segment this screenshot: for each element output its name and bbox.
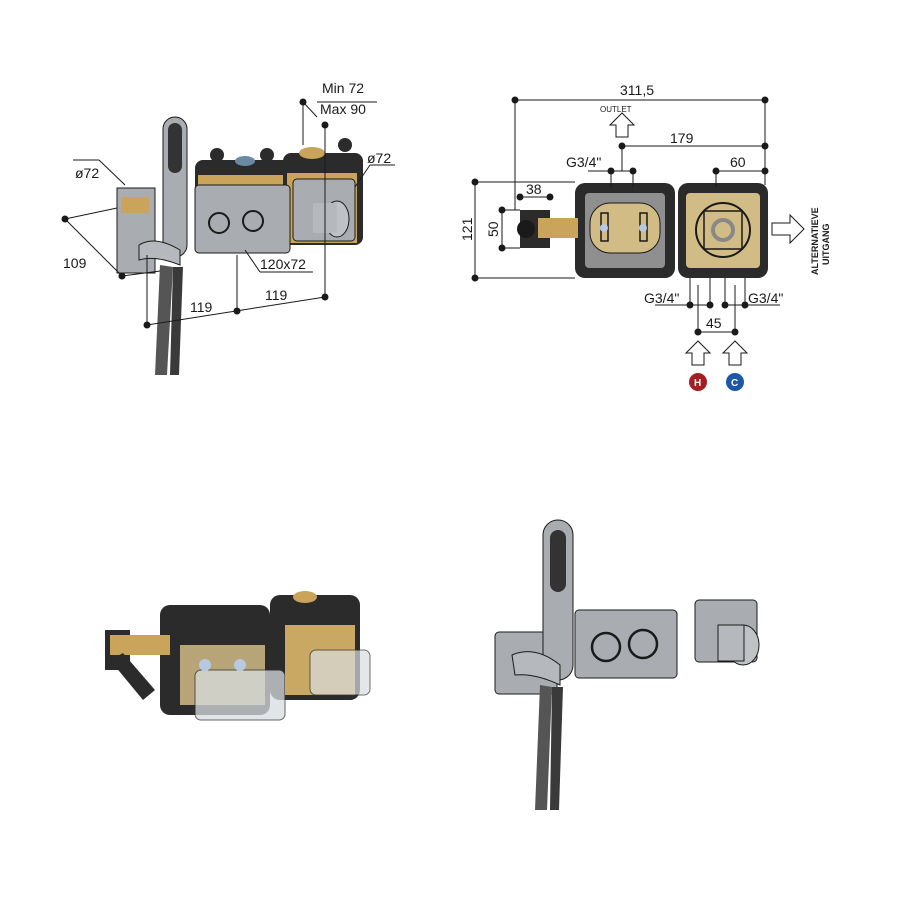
label-depth-109: 109	[63, 255, 87, 271]
label-alt-outlet-1: ALTERNATIEVE	[810, 207, 820, 275]
shower-hose	[170, 267, 183, 375]
label-spacing-left: 119	[190, 299, 213, 315]
button-right	[242, 210, 264, 232]
label-outlet: OUTLET	[600, 105, 632, 114]
push-button-left	[590, 631, 622, 663]
cold-inlet-arrow-icon	[721, 340, 749, 366]
top-view-svg: ALTERNATIEVE UITGANG OUTLET 31	[459, 82, 831, 391]
label-min-depth: Min 72	[322, 80, 364, 96]
label-elbow-width: 38	[526, 181, 542, 197]
top-view-drawing: ALTERNATIEVE UITGANG OUTLET 31	[459, 75, 840, 395]
hot-label: H	[694, 378, 701, 389]
label-outlet-offset: 179	[670, 130, 694, 146]
label-height-total: 121	[460, 217, 475, 241]
body-render-svg	[105, 591, 371, 721]
label-alt-outlet-2: UITGANG	[821, 224, 831, 266]
label-inlet-spacing: 45	[706, 315, 722, 331]
dimension-lines	[61, 98, 395, 329]
button-left	[208, 212, 230, 234]
spray-face	[550, 530, 566, 592]
label-plate-size: 120x72	[260, 256, 306, 272]
hose-finished	[550, 687, 563, 810]
stop-valve-plate-finished	[574, 609, 678, 679]
elbow-tube	[110, 653, 155, 700]
label-spacing-right: 119	[265, 287, 288, 303]
outlet-arrow-icon	[608, 112, 636, 138]
label-thread-bottom-left: G3/4"	[644, 290, 679, 306]
top-dimension-lines	[471, 96, 780, 336]
hot-inlet-arrow-icon	[684, 340, 712, 366]
hose-holder	[511, 651, 561, 686]
hot-water-badge	[689, 373, 707, 391]
finished-set-render	[480, 505, 780, 815]
cold-water-badge	[726, 373, 744, 391]
push-button-right	[627, 628, 659, 660]
label-height-elbow: 50	[485, 221, 501, 237]
concealed-body-render	[95, 575, 385, 725]
label-max-depth: Max 90	[320, 101, 366, 117]
label-thread-bottom-right: G3/4"	[748, 290, 783, 306]
shower-holder	[138, 240, 181, 266]
label-thread-top: G3/4"	[566, 154, 601, 170]
alt-outlet-arrow-icon	[771, 213, 805, 245]
cold-label: C	[731, 378, 738, 389]
protective-cover-right	[309, 649, 371, 696]
iso-dimension-drawing: Min 72 Max 90 ø72 ø72 109 120x72 119 119	[55, 75, 395, 375]
iso-drawing-svg: Min 72 Max 90 ø72 ø72 109 120x72 119 119	[61, 80, 395, 375]
label-right-offset: 60	[730, 154, 746, 170]
protective-cover-left	[194, 669, 286, 721]
label-overall-width: 311,5	[620, 82, 654, 98]
label-diameter-left: ø72	[75, 165, 99, 181]
finished-render-svg	[494, 519, 760, 810]
label-diameter-right: ø72	[367, 150, 391, 166]
